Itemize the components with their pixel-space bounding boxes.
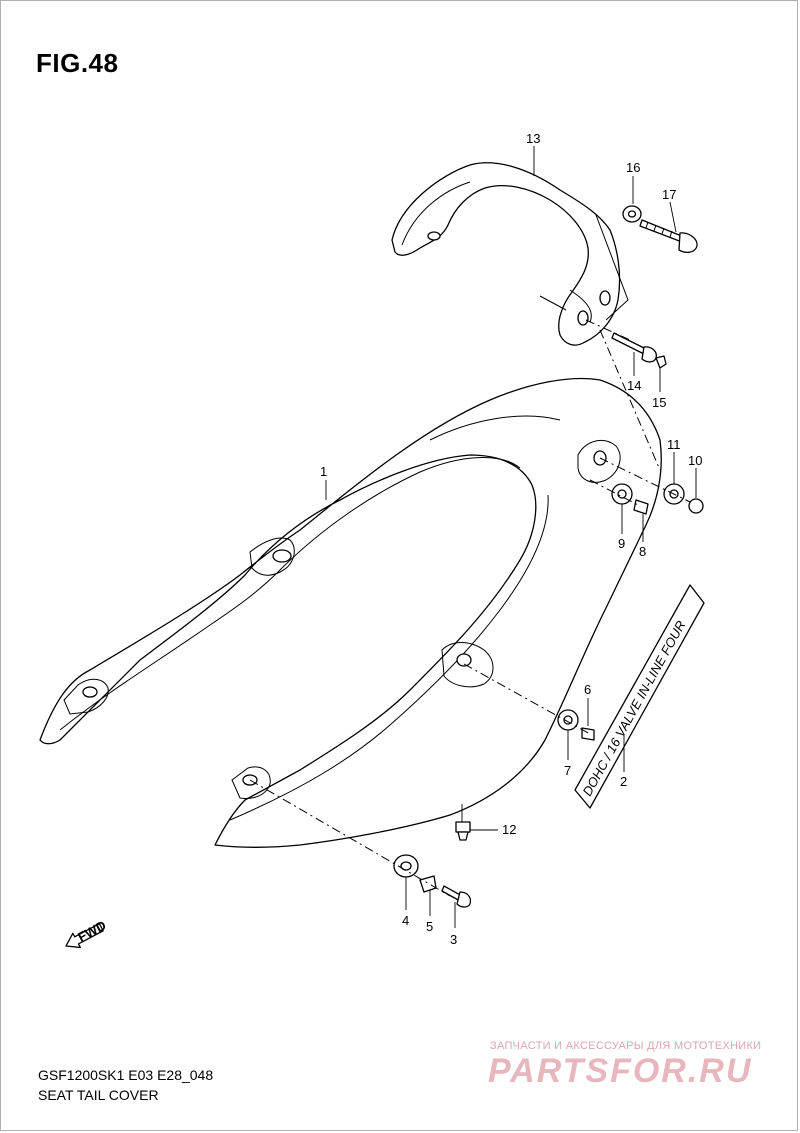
nut-15[interactable] [655, 355, 667, 369]
callout-7: 7 [564, 763, 571, 778]
assembly-line-upper [599, 457, 691, 503]
assembly-line-rail-bolt [585, 319, 631, 341]
assembly-line-lower [249, 779, 451, 897]
assembly-line-middle [463, 663, 591, 735]
callout-2: 2 [620, 774, 627, 789]
watermark-logo: PARTSFOR.RU [488, 1052, 753, 1090]
bolt-3[interactable] [441, 885, 472, 908]
leader-lines [325, 146, 697, 928]
forward-arrow-icon: FWD [65, 918, 108, 949]
section-title: SEAT TAIL COVER [38, 1087, 159, 1103]
figure-title: FIG.48 [36, 48, 119, 78]
callout-1: 1 [320, 464, 327, 479]
watermark-tagline: ЗАПЧАСТИ И АКСЕССУАРЫ ДЛЯ МОТОТЕХНИКИ [490, 1040, 762, 1052]
callout-15: 15 [652, 395, 666, 410]
callout-8: 8 [639, 544, 646, 559]
callout-11: 11 [667, 437, 681, 452]
bolt-17[interactable] [639, 219, 698, 253]
callout-3: 3 [450, 932, 457, 947]
model-code: GSF1200SK1 E03 E28_048 [38, 1067, 214, 1083]
collar-6[interactable] [581, 727, 595, 741]
grommet-4[interactable] [393, 854, 419, 878]
callout-6: 6 [584, 682, 591, 697]
assembly-line-upper-2 [589, 479, 641, 507]
grommet-7[interactable] [557, 709, 579, 731]
callout-14: 14 [627, 378, 641, 393]
collar-5[interactable] [419, 875, 437, 893]
fwd-label: FWD [75, 918, 108, 945]
grommet-9[interactable] [611, 483, 633, 505]
callout-4: 4 [402, 913, 409, 928]
seat-tail-cover[interactable] [39, 377, 662, 848]
callout-17: 17 [662, 187, 676, 202]
collar-8[interactable] [633, 499, 649, 515]
decal-text: DOHC / 16 VALVE IN-LINE FOUR [580, 618, 689, 798]
callout-12: 12 [502, 822, 516, 837]
assembly-line-rail [599, 329, 661, 471]
clip-12[interactable] [455, 821, 471, 841]
collar-10[interactable] [688, 498, 704, 514]
grab-rail[interactable] [391, 162, 629, 346]
washer-16[interactable] [622, 205, 642, 223]
callout-5: 5 [426, 919, 433, 934]
callout-10: 10 [688, 453, 702, 468]
callout-9: 9 [618, 536, 625, 551]
callout-16: 16 [626, 160, 640, 175]
callout-13: 13 [526, 131, 540, 146]
